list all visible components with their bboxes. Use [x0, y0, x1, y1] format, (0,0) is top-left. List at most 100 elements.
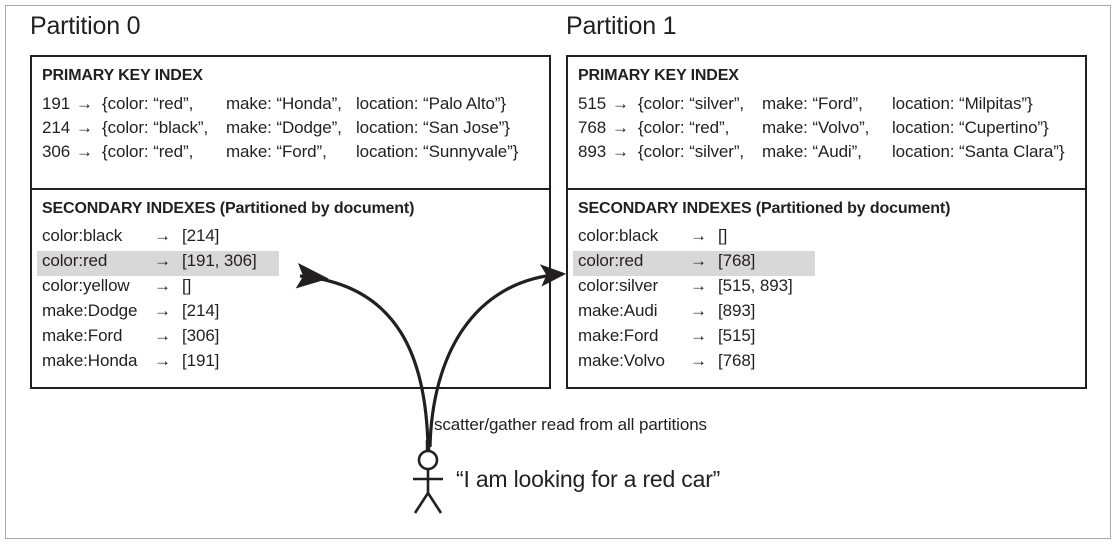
document-location-field: location: “Palo Alto”}	[356, 94, 506, 113]
index-term: make:Volvo	[578, 351, 665, 370]
secondary-index-row: make:Ford → [306]	[37, 326, 279, 351]
partition-0-primary-key-index: PRIMARY KEY INDEX 191 → {color: “red”, m…	[32, 57, 549, 190]
document-color-field: {color: “red”,	[102, 94, 194, 113]
maps-to-arrow-icon: →	[612, 142, 629, 161]
secondary-index-rows: color:black → [] color:red → [768] color…	[573, 226, 815, 376]
secondary-index-row-highlighted: color:red → [191, 306]	[37, 251, 279, 276]
maps-to-arrow-icon: →	[612, 118, 629, 137]
index-term: color:black	[578, 226, 659, 245]
primary-key-index-heading: PRIMARY KEY INDEX	[42, 67, 203, 84]
maps-to-arrow-icon: →	[76, 118, 93, 137]
primary-key: 515	[578, 94, 607, 113]
primary-key-index-heading: PRIMARY KEY INDEX	[578, 67, 739, 84]
primary-key: 893	[578, 142, 607, 161]
primary-key-row: 515 → {color: “silver”, make: “Ford”, lo…	[578, 94, 1064, 118]
maps-to-arrow-icon: →	[690, 351, 707, 370]
secondary-index-row: make:Ford → [515]	[573, 326, 815, 351]
primary-key: 191	[42, 94, 71, 113]
postings-list: [191]	[182, 351, 220, 370]
partition-0-secondary-indexes: SECONDARY INDEXES (Partitioned by docume…	[32, 190, 549, 387]
index-term: make:Ford	[578, 326, 659, 345]
secondary-index-row: color:black → [214]	[37, 226, 279, 251]
secondary-index-row: color:yellow → []	[37, 276, 279, 301]
maps-to-arrow-icon: →	[690, 226, 707, 245]
primary-key: 768	[578, 118, 607, 137]
document-color-field: {color: “red”,	[638, 118, 730, 137]
postings-list: [191, 306]	[182, 251, 257, 270]
index-term: color:red	[578, 251, 644, 270]
document-make-field: make: “Ford”,	[762, 94, 863, 113]
maps-to-arrow-icon: →	[154, 326, 171, 345]
secondary-index-row: make:Volvo → [768]	[573, 351, 815, 376]
secondary-index-row: make:Honda → [191]	[37, 351, 279, 376]
partition-1-title: Partition 1	[566, 12, 677, 40]
postings-list: [893]	[718, 301, 756, 320]
primary-key: 214	[42, 118, 71, 137]
primary-key-rows: 191 → {color: “red”, make: “Honda”, loca…	[42, 94, 518, 166]
document-color-field: {color: “silver”,	[638, 142, 745, 161]
postings-list: []	[182, 276, 192, 295]
document-location-field: location: “Milpitas”}	[892, 94, 1033, 113]
index-term: color:yellow	[42, 276, 130, 295]
document-color-field: {color: “black”,	[102, 118, 209, 137]
postings-list: [515, 893]	[718, 276, 793, 295]
secondary-index-row: make:Audi → [893]	[573, 301, 815, 326]
document-location-field: location: “Santa Clara”}	[892, 142, 1065, 161]
primary-key-row: 214 → {color: “black”, make: “Dodge”, lo…	[42, 118, 518, 142]
secondary-indexes-heading: SECONDARY INDEXES (Partitioned by docume…	[42, 200, 415, 217]
document-make-field: make: “Audi”,	[762, 142, 862, 161]
index-term: make:Dodge	[42, 301, 138, 320]
index-term: color:silver	[578, 276, 659, 295]
secondary-index-row: make:Dodge → [214]	[37, 301, 279, 326]
index-term: make:Ford	[42, 326, 123, 345]
document-location-field: location: “San Jose”}	[356, 118, 510, 137]
maps-to-arrow-icon: →	[154, 226, 171, 245]
maps-to-arrow-icon: →	[154, 276, 171, 295]
partition-1-box: PRIMARY KEY INDEX 515 → {color: “silver”…	[566, 55, 1087, 389]
maps-to-arrow-icon: →	[612, 94, 629, 113]
secondary-index-row-highlighted: color:red → [768]	[573, 251, 815, 276]
maps-to-arrow-icon: →	[76, 94, 93, 113]
maps-to-arrow-icon: →	[154, 351, 171, 370]
postings-list: [768]	[718, 251, 756, 270]
maps-to-arrow-icon: →	[690, 301, 707, 320]
partition-1-primary-key-index: PRIMARY KEY INDEX 515 → {color: “silver”…	[568, 57, 1085, 190]
user-query-quote: “I am looking for a red car”	[456, 466, 721, 492]
maps-to-arrow-icon: →	[690, 251, 707, 270]
primary-key-row: 306 → {color: “red”, make: “Ford”, locat…	[42, 142, 518, 166]
maps-to-arrow-icon: →	[154, 251, 171, 270]
document-location-field: location: “Sunnyvale”}	[356, 142, 519, 161]
primary-key-row: 893 → {color: “silver”, make: “Audi”, lo…	[578, 142, 1065, 166]
primary-key: 306	[42, 142, 71, 161]
maps-to-arrow-icon: →	[76, 142, 93, 161]
postings-list: []	[718, 226, 728, 245]
secondary-index-row: color:silver → [515, 893]	[573, 276, 815, 301]
partition-1-secondary-indexes: SECONDARY INDEXES (Partitioned by docume…	[568, 190, 1085, 387]
postings-list: [515]	[718, 326, 756, 345]
partition-0-title: Partition 0	[30, 12, 141, 40]
document-make-field: make: “Dodge”,	[226, 118, 342, 137]
maps-to-arrow-icon: →	[690, 276, 707, 295]
postings-list: [214]	[182, 226, 220, 245]
secondary-index-rows: color:black → [214] color:red → [191, 30…	[37, 226, 279, 376]
index-term: make:Honda	[42, 351, 138, 370]
index-term: color:red	[42, 251, 108, 270]
maps-to-arrow-icon: →	[154, 301, 171, 320]
document-make-field: make: “Ford”,	[226, 142, 327, 161]
maps-to-arrow-icon: →	[690, 326, 707, 345]
document-color-field: {color: “silver”,	[638, 94, 745, 113]
scatter-gather-caption: scatter/gather read from all partitions	[434, 415, 707, 434]
postings-list: [306]	[182, 326, 220, 345]
secondary-indexes-heading: SECONDARY INDEXES (Partitioned by docume…	[578, 200, 951, 217]
primary-key-rows: 515 → {color: “silver”, make: “Ford”, lo…	[578, 94, 1065, 166]
primary-key-row: 191 → {color: “red”, make: “Honda”, loca…	[42, 94, 518, 118]
index-term: color:black	[42, 226, 123, 245]
user-stick-figure-icon	[413, 449, 443, 514]
partition-0-box: PRIMARY KEY INDEX 191 → {color: “red”, m…	[30, 55, 551, 389]
index-term: make:Audi	[578, 301, 658, 320]
document-make-field: make: “Honda”,	[226, 94, 342, 113]
document-location-field: location: “Cupertino”}	[892, 118, 1049, 137]
document-color-field: {color: “red”,	[102, 142, 194, 161]
postings-list: [768]	[718, 351, 756, 370]
